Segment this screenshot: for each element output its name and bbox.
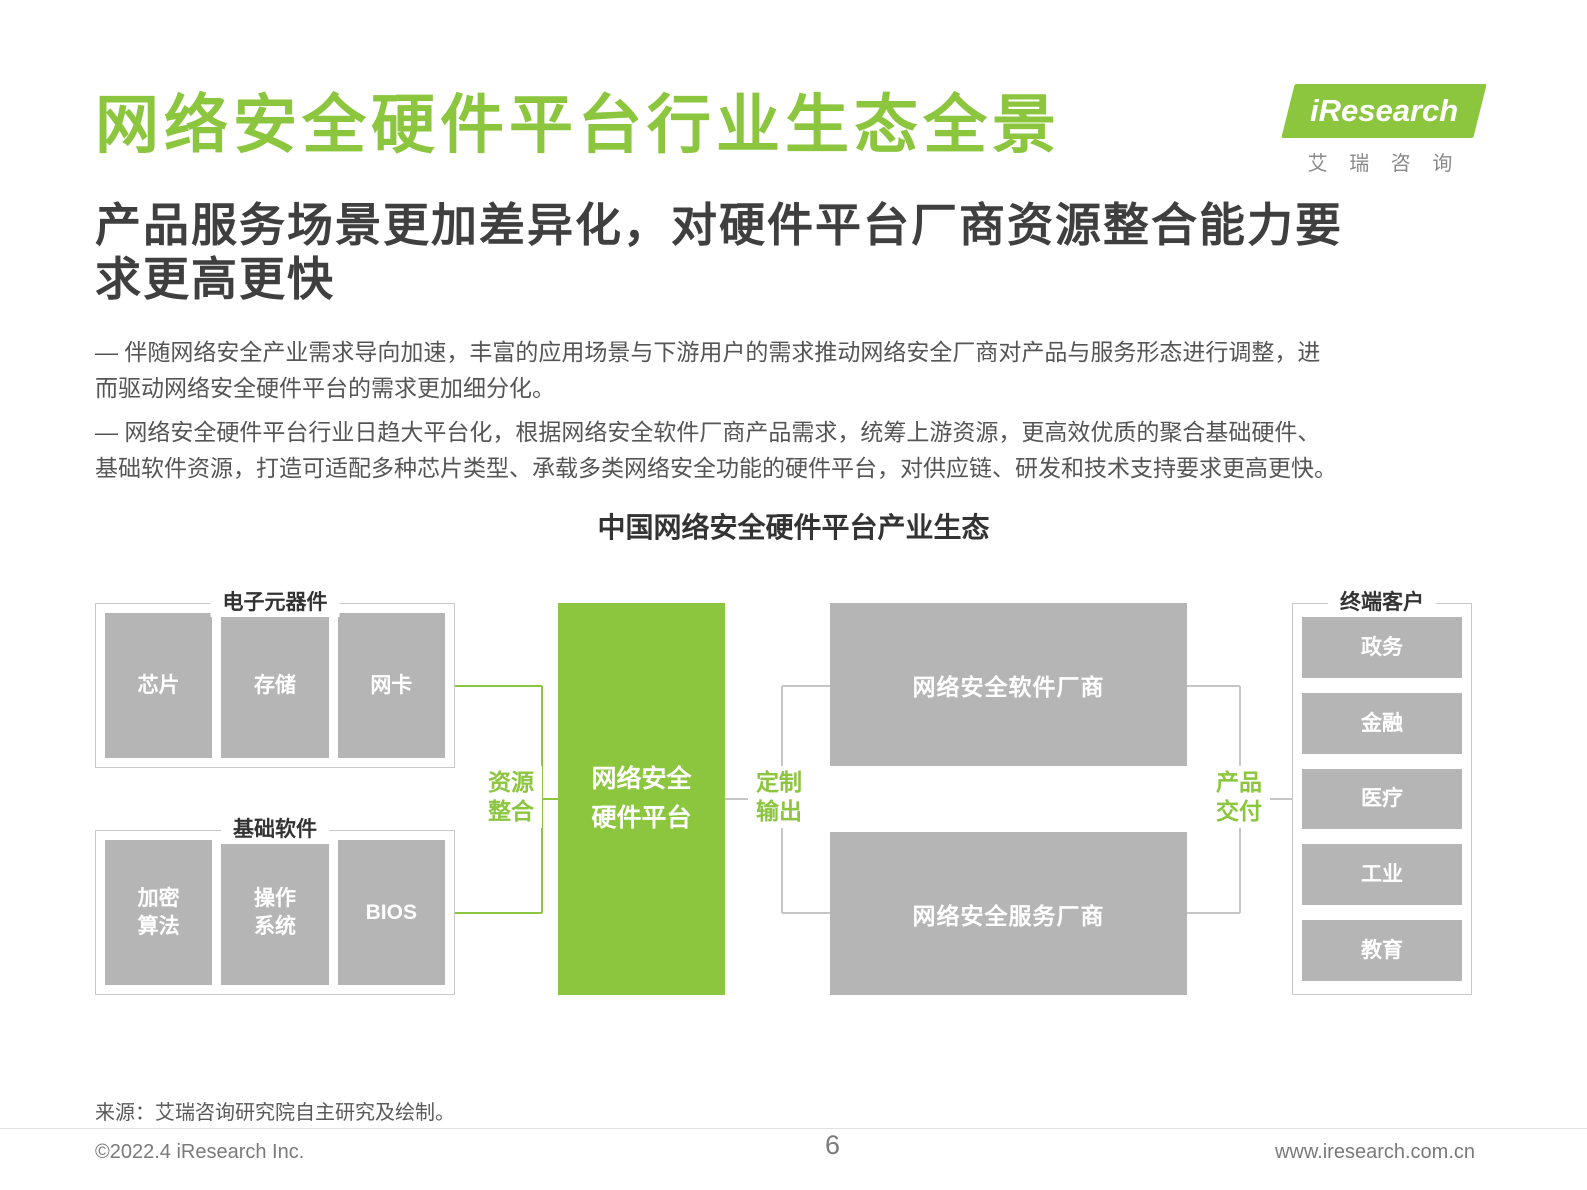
flow-label-product-delivery: 产品 交付	[1208, 766, 1270, 828]
iresearch-logo-mark: iResearch	[1281, 84, 1487, 138]
box-bios: BIOS	[337, 840, 445, 985]
flow-label-resource-integration: 资源 整合	[480, 766, 542, 828]
group-end-customers-col: 政务 金融 医疗 工业 教育	[1293, 604, 1471, 994]
box-medical: 医疗	[1302, 768, 1462, 830]
footer-copyright: ©2022.4 iResearch Inc.	[95, 1141, 305, 1163]
group-electronic-components-row: 芯片 存储 网卡	[96, 604, 454, 767]
hardware-platform-box: 网络安全 硬件平台	[558, 603, 725, 995]
box-operating-system: 操作 系统	[221, 840, 329, 985]
group-base-software: 基础软件 加密 算法 操作 系统 BIOS	[95, 816, 455, 995]
box-government: 政务	[1302, 617, 1462, 678]
box-chip: 芯片	[105, 613, 213, 758]
flow-label-custom-output: 定制 输出	[748, 766, 810, 828]
page-subtitle: 产品服务场景更加差异化，对硬件平台厂商资源整合能力要 求更高更快	[95, 199, 1343, 306]
box-finance: 金融	[1302, 692, 1462, 754]
bullet-paragraph-2: — 网络安全硬件平台行业日趋大平台化，根据网络安全软件厂商产品需求，统筹上游资源…	[95, 418, 1337, 481]
diagram-title: 中国网络安全硬件平台产业生态	[597, 512, 990, 543]
footer-divider	[0, 1128, 1587, 1129]
box-education: 教育	[1302, 920, 1462, 981]
footer-website: www.iresearch.com.cn	[1274, 1141, 1475, 1163]
software-vendor-box: 网络安全软件厂商	[830, 603, 1187, 766]
box-encryption-algorithm: 加密 算法	[105, 840, 213, 985]
group-label-base-software: 基础软件	[221, 816, 329, 844]
group-base-software-row: 加密 算法 操作 系统 BIOS	[96, 831, 454, 994]
box-industry: 工业	[1302, 844, 1462, 906]
summary-bullets: — 伴随网络安全产业需求导向加速，丰富的应用场景与下游用户的需求推动网络安全厂商…	[95, 334, 1503, 493]
page-number: 6	[825, 1130, 841, 1160]
logo-brand-cn: 艾 瑞 咨 询	[1307, 153, 1461, 175]
group-label-electronic-components: 电子元器件	[210, 589, 340, 617]
group-label-end-customers: 终端客户	[1328, 589, 1436, 617]
source-note: 来源：艾瑞咨询研究院自主研究及绘制。	[95, 1102, 455, 1124]
logo-brand-text: iResearch	[1309, 93, 1459, 128]
bullet-paragraph-1: — 伴随网络安全产业需求导向加速，丰富的应用场景与下游用户的需求推动网络安全厂商…	[95, 339, 1321, 402]
group-electronic-components: 电子元器件 芯片 存储 网卡	[95, 589, 455, 768]
page-title: 网络安全硬件平台行业生态全景	[95, 89, 1061, 161]
box-storage: 存储	[221, 613, 329, 758]
iresearch-logo: iResearch 艾 瑞 咨 询	[1281, 84, 1487, 176]
group-end-customers: 终端客户 政务 金融 医疗 工业 教育	[1292, 589, 1472, 995]
service-vendor-box: 网络安全服务厂商	[830, 832, 1187, 995]
box-network-card: 网卡	[337, 613, 445, 758]
